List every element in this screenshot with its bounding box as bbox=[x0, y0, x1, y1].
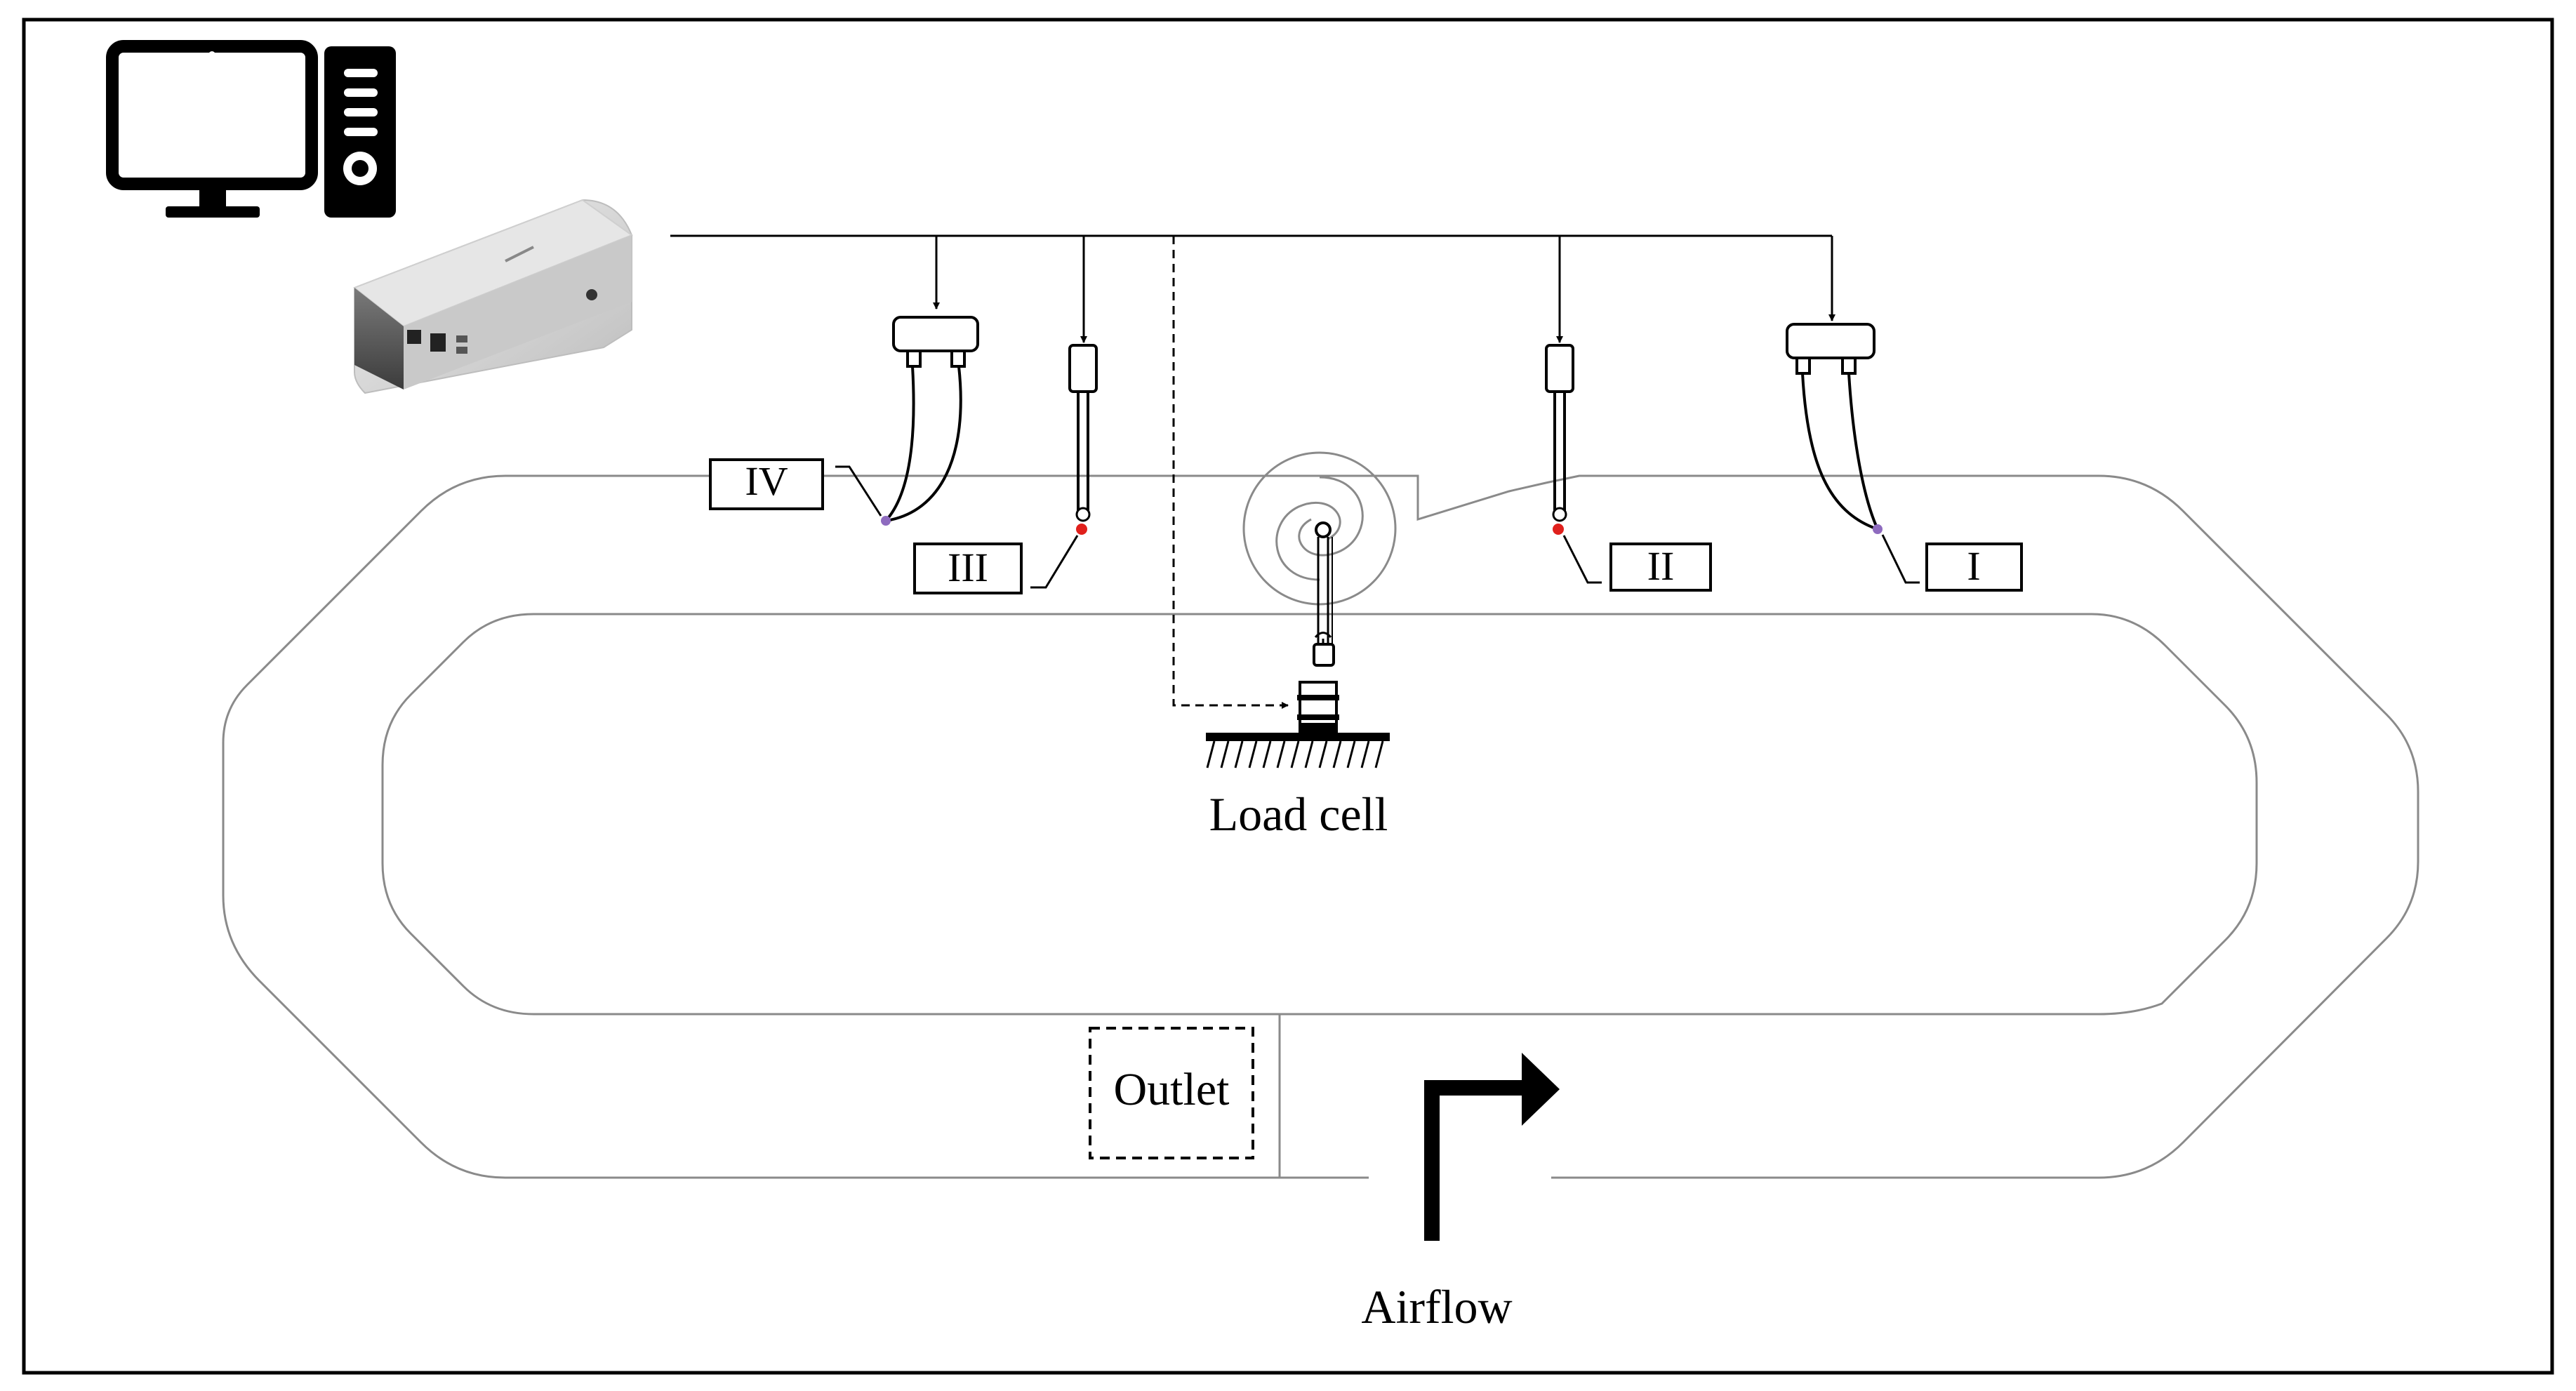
load-cell-label: Load cell bbox=[1209, 787, 1388, 841]
outlet-box: Outlet bbox=[1089, 1027, 1254, 1159]
label-iii: III bbox=[913, 535, 1079, 594]
label-i: I bbox=[1881, 534, 2023, 592]
wind-tunnel-duct bbox=[222, 474, 2419, 1179]
sensor-dot-purple bbox=[1873, 524, 1883, 534]
label-ii: II bbox=[1562, 535, 1712, 592]
label-iv-text: IV bbox=[745, 458, 788, 504]
sensor-dot-purple bbox=[881, 516, 891, 526]
turbine-icon bbox=[1242, 451, 1397, 644]
duct-inner-wall bbox=[381, 613, 2258, 1016]
label-iv: IV bbox=[709, 458, 882, 517]
bent-arrow-icon bbox=[1424, 1053, 1560, 1241]
sensor-dot-red bbox=[1553, 524, 1564, 535]
pitot-probe-ii bbox=[1545, 344, 1574, 535]
pitot-probe-iii bbox=[1068, 344, 1098, 535]
label-i-text: I bbox=[1967, 543, 1980, 589]
figure-border bbox=[22, 18, 2554, 1375]
duct-outer-wall bbox=[222, 474, 2419, 1179]
label-iii-text: III bbox=[948, 545, 988, 590]
load-cell-icon bbox=[1206, 632, 1390, 768]
label-ii-text: II bbox=[1647, 543, 1675, 589]
sensor-dot-red bbox=[1076, 524, 1087, 535]
desktop-computer-icon bbox=[106, 40, 396, 218]
outlet-label: Outlet bbox=[1114, 1064, 1230, 1115]
hot-wire-probe-i bbox=[1786, 323, 1883, 534]
signal-wiring bbox=[670, 234, 1835, 709]
airflow-label: Airflow bbox=[1361, 1280, 1512, 1333]
hot-wire-probe-iv bbox=[881, 316, 979, 526]
data-acquisition-device-icon bbox=[352, 199, 634, 394]
